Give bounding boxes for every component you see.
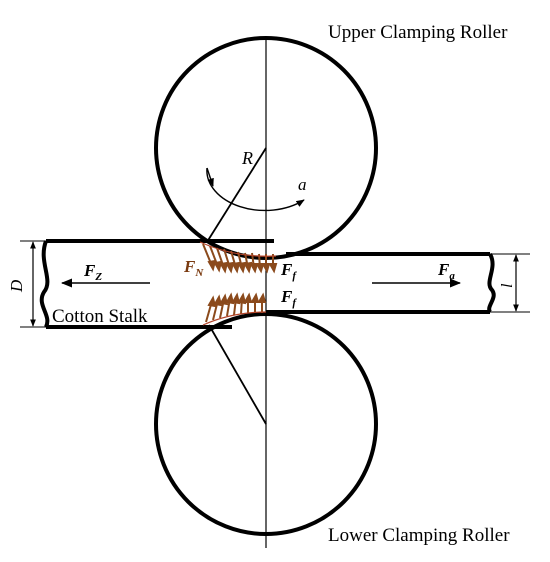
- thickness-label: l: [499, 283, 516, 288]
- cotton-stalk-label: Cotton Stalk: [52, 306, 148, 327]
- lower-contact-arc: [202, 311, 267, 326]
- lower-pressure-arrows: [205, 292, 267, 323]
- diameter-label: D: [7, 279, 26, 293]
- angle-arc: [206, 167, 305, 212]
- fa-label: Fa: [437, 260, 455, 282]
- ff-top-label: Ff: [280, 260, 297, 282]
- ff-bottom-label: Ff: [280, 287, 297, 309]
- lower-roller-label: Lower Clamping Roller: [328, 525, 510, 546]
- angle-label: a: [298, 175, 307, 194]
- fz-label: FZ: [83, 261, 102, 283]
- angle-arc-start-arrow: [206, 167, 214, 187]
- radius-label: R: [241, 148, 253, 168]
- upper-contact-arc: [199, 241, 277, 257]
- fn-label: FN: [183, 257, 204, 279]
- stalk-right-end: [487, 253, 496, 314]
- lower-radius-line: [208, 324, 267, 425]
- upper-roller-label: Upper Clamping Roller: [328, 22, 508, 43]
- stalk-left-end: [39, 240, 50, 328]
- upper-radius-line: [206, 147, 267, 243]
